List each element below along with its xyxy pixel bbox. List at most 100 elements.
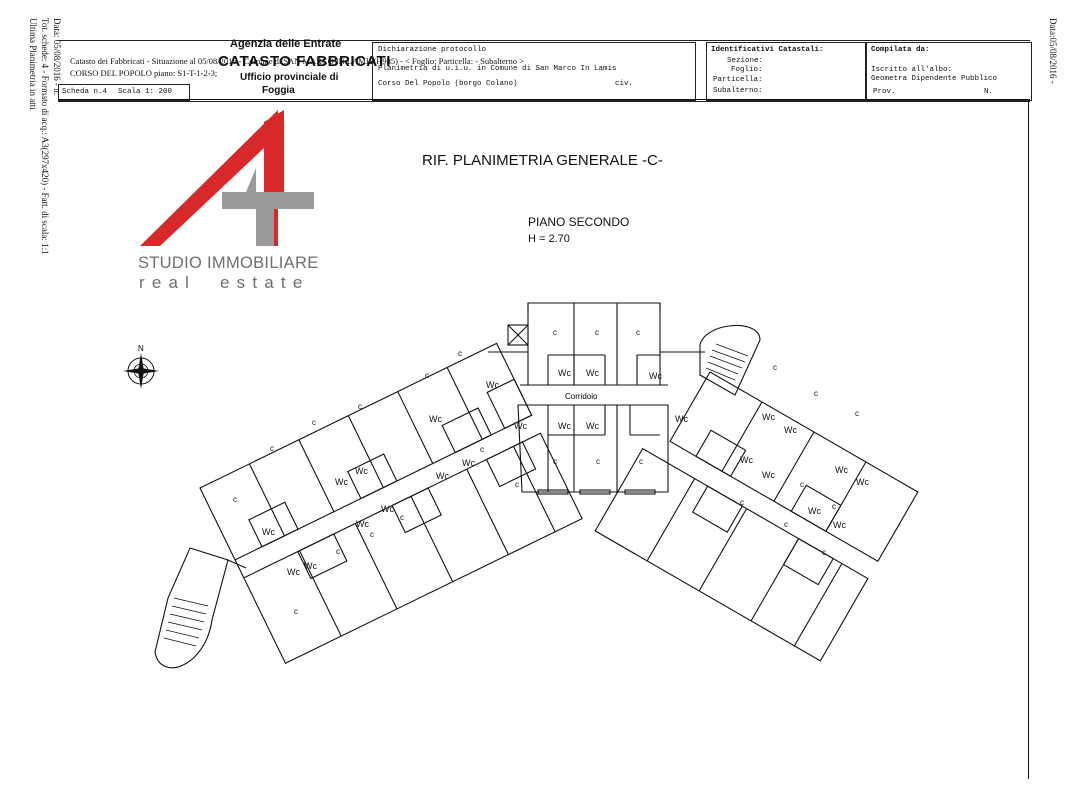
catasto-title: CATASTO FABBRICATI <box>218 53 391 70</box>
wc-label: Wc <box>486 380 499 390</box>
id-sezione: Sezione: <box>727 57 764 65</box>
ufficio-label: Ufficio provinciale di <box>240 72 339 83</box>
room-label: c <box>855 409 859 418</box>
room-label: c <box>233 495 237 504</box>
identificativi-title: Identificativi Catastali: <box>711 46 824 54</box>
central-block-outline <box>520 302 668 386</box>
id-particella: Particella: <box>713 76 763 84</box>
id-foglio: Foglio: <box>731 66 763 74</box>
page-right-border <box>1028 99 1029 779</box>
room-label: c <box>294 607 298 616</box>
wc-label: Wc <box>436 471 449 481</box>
corridor-label: Corridoio <box>565 392 598 401</box>
compilata-geometra: Geometra Dipendente Pubblico <box>871 75 998 83</box>
wc-label: Wc <box>287 567 300 577</box>
wc-label: Wc <box>558 421 571 431</box>
wc-label: Wc <box>586 421 599 431</box>
compilata-title: Compilata da: <box>871 46 930 54</box>
agency-title: Agenzia delle Entrate <box>230 38 342 50</box>
wc-label: Wc <box>762 470 775 480</box>
wc-label: Wc <box>675 414 688 424</box>
central-block-lower <box>517 404 669 493</box>
wc-label: Wc <box>262 527 275 537</box>
room-label: c <box>515 480 519 489</box>
north-label: N <box>138 344 144 353</box>
room-label: c <box>370 530 374 539</box>
room-label: c <box>832 502 836 511</box>
scheda-label: Scheda n.4 <box>62 88 108 96</box>
wc-label: Wc <box>762 412 775 422</box>
wc-label: Wc <box>784 425 797 435</box>
logo-tagline: real estate <box>139 273 310 292</box>
room-label: c <box>358 402 362 411</box>
room-label: c <box>553 328 557 337</box>
room-label: c <box>270 444 274 453</box>
compilata-box <box>866 42 1032 101</box>
wc-label: Wc <box>381 504 394 514</box>
wc-label: Wc <box>462 458 475 468</box>
wc-label: Wc <box>856 477 869 487</box>
catasto-address-line: CORSO DEL POPOLO piano: S1-T-1-2-3; <box>70 68 218 78</box>
logo-red-right <box>264 110 284 192</box>
dichiarazione-line2: Corso Del Popolo (borgo Colano) <box>378 80 518 88</box>
wc-label: Wc <box>833 520 846 530</box>
compilata-prov: Prov. <box>873 88 896 96</box>
logo-gray-stem <box>258 192 274 246</box>
wc-label: Wc <box>835 465 848 475</box>
room-label: c <box>553 457 557 466</box>
north-arrow <box>123 353 159 389</box>
room-label: c <box>312 418 316 427</box>
room-label: c <box>784 520 788 529</box>
header-bottom-rule <box>58 99 1030 100</box>
dichiarazione-box <box>372 42 696 101</box>
compilata-iscritto: Iscritto all'albo: <box>871 66 953 74</box>
right-stair-tower <box>699 324 761 396</box>
logo-mark <box>140 110 314 246</box>
wc-label: Wc <box>304 561 317 571</box>
wc-label: Wc <box>355 466 368 476</box>
wc-label: Wc <box>429 414 442 424</box>
civ-label: civ. <box>615 80 634 88</box>
wc-label: Wc <box>649 371 662 381</box>
id-subalterno: Subalterno: <box>713 87 763 95</box>
wc-label: Wc <box>558 368 571 378</box>
compilata-n: N. <box>984 88 994 96</box>
plan-floor: PIANO SECONDO <box>528 215 630 229</box>
room-label: c <box>800 480 804 489</box>
logo-name: STUDIO IMMOBILIARE <box>138 254 319 272</box>
wc-label: Wc <box>586 368 599 378</box>
wc-label: Wc <box>356 519 369 529</box>
room-label: c <box>595 328 599 337</box>
left-wing <box>199 342 583 665</box>
room-label: c <box>425 371 429 380</box>
identificativi-box <box>706 42 866 101</box>
room-label: c <box>596 457 600 466</box>
left-stair-tower <box>154 547 229 669</box>
room-label: c <box>336 547 340 556</box>
scala-label: Scala 1: 200 <box>118 88 173 96</box>
scheda-box <box>58 84 190 101</box>
room-label: c <box>773 363 777 372</box>
provincia-label: Foggia <box>262 85 295 96</box>
wc-label: Wc <box>808 506 821 516</box>
room-label: c <box>636 328 640 337</box>
right-wing <box>594 371 919 662</box>
catasto-top-line: Catasto dei Fabbricati - Situazione al 0… <box>70 56 524 66</box>
room-label: c <box>822 548 826 557</box>
room-label: c <box>458 349 462 358</box>
wc-label: Wc <box>740 455 753 465</box>
plan-height: H = 2.70 <box>528 233 570 245</box>
room-label: c <box>740 498 744 507</box>
room-label: c <box>639 457 643 466</box>
room-label: c <box>400 513 404 522</box>
plan-title: RIF. PLANIMETRIA GENERALE -C- <box>422 152 663 169</box>
wc-label: Wc <box>335 477 348 487</box>
dichiarazione-title: Dichiarazione protocollo <box>378 46 487 54</box>
wc-label: Wc <box>514 421 527 431</box>
dichiarazione-line1: Planimetria di u.i.u. in Comune di San M… <box>378 65 617 73</box>
logo-red-a <box>140 110 278 246</box>
header-frame <box>58 40 1030 102</box>
room-label: c <box>480 445 484 454</box>
room-label: c <box>814 389 818 398</box>
